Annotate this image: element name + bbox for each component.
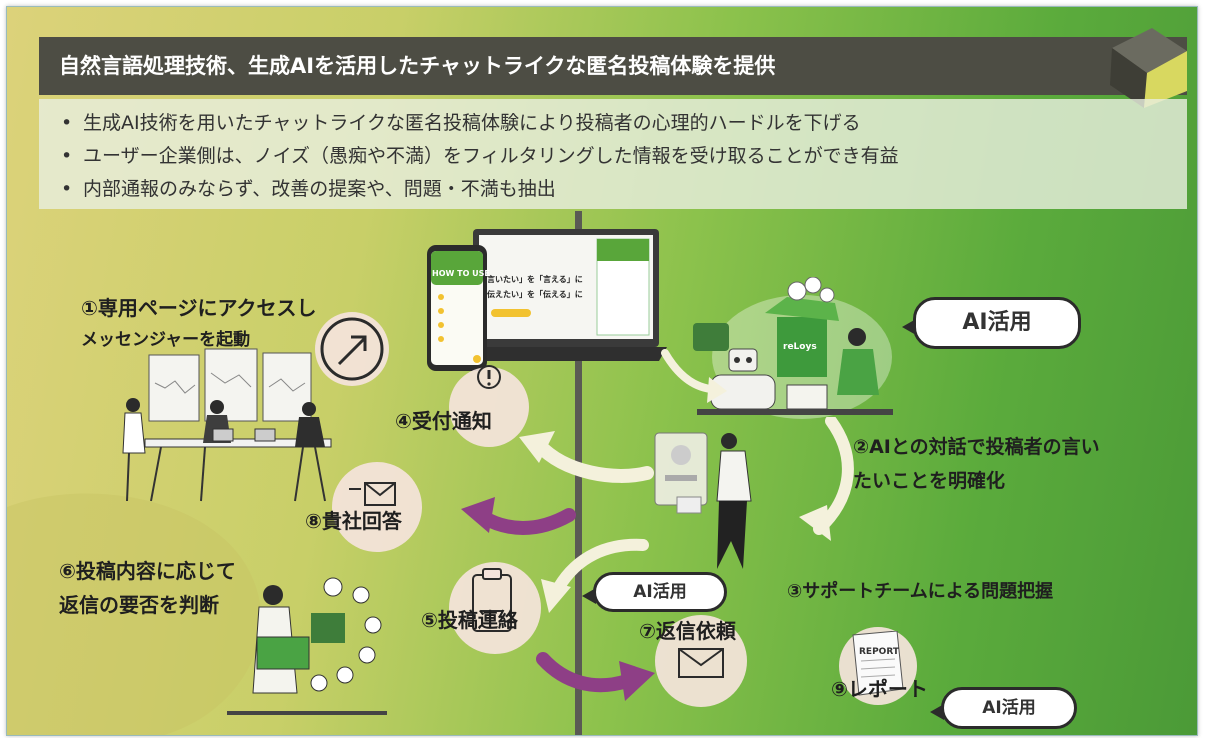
laptop-line2: 伝えたい」を「伝える」に — [487, 290, 583, 299]
step8-circle — [332, 462, 422, 552]
envelope-icon — [678, 648, 724, 678]
step4-label: ④受付通知 — [395, 409, 492, 433]
clipboard-icon — [472, 568, 512, 632]
smartphone-mockup — [427, 245, 487, 371]
step9-label: ⑨レポート — [831, 677, 928, 701]
report-caption: REPORT — [859, 647, 899, 657]
ai-robot-illustration — [693, 277, 893, 419]
page-title: 自然言語処理技術、生成AIを活用したチャットライクな匿名投稿体験を提供 — [59, 54, 776, 78]
box-label: reLoys — [783, 342, 817, 352]
mail-send-icon — [349, 482, 396, 506]
arrow-step5 — [541, 538, 649, 613]
ai-badge-label: AI活用 — [982, 698, 1036, 718]
slide: 自然言語処理技術、生成AIを活用したチャットライクな匿名投稿体験を提供 生成AI… — [6, 6, 1198, 736]
step4-circle — [449, 367, 529, 447]
step1-sublabel: メッセンジャーを起動 — [81, 330, 251, 350]
blob-decoration — [7, 493, 262, 735]
ai-badge-middle: AI活用 — [582, 572, 727, 612]
step7-label: ⑦返信依頼 — [639, 619, 736, 643]
step3-label: ③サポートチームによる問題把握 — [787, 581, 1054, 602]
step8-label: ⑧貴社回答 — [305, 509, 402, 533]
bullet-item: ユーザー企業側は、ノイズ（愚痴や不満）をフィルタリングした情報を受け取ることがで… — [61, 140, 1187, 173]
laptop-line1: 言いたい」を「言える」に — [487, 275, 583, 284]
report-icon — [852, 631, 904, 696]
decision-person-illustration — [227, 577, 387, 715]
arrow-step8 — [461, 497, 576, 535]
laptop-mockup — [473, 229, 667, 361]
step1-label: ①専用ページにアクセスし — [81, 296, 317, 320]
arrow-step2 — [799, 417, 854, 541]
ai-badge-label: AI活用 — [962, 310, 1032, 335]
step5-label: ⑤投稿連絡 — [421, 608, 518, 632]
step6-label: ⑥投稿内容に応じて — [59, 559, 236, 583]
step2-sublabel: たいことを明確化 — [853, 470, 1006, 492]
ai-badge-large: AI活用 — [902, 297, 1081, 349]
step7-circle — [655, 615, 747, 707]
title-bar: 自然言語処理技術、生成AIを活用したチャットライクな匿名投稿体験を提供 — [39, 37, 1187, 95]
cursor-arrow-icon — [320, 317, 384, 381]
arrow-to-ai — [661, 349, 727, 403]
bullet-item: 内部通報のみならず、改善の提案や、問題・不満も抽出 — [61, 173, 1187, 206]
ai-badge-label: AI活用 — [633, 582, 687, 602]
ai-badge-report: AI活用 — [930, 687, 1077, 729]
step6-sublabel: 返信の要否を判断 — [59, 593, 219, 617]
bullet-item: 生成AI技術を用いたチャットライクな匿名投稿体験により投稿者の心理的ハードルを下… — [61, 107, 1187, 140]
arrow-step4 — [519, 431, 654, 483]
cube-decoration — [1110, 28, 1187, 108]
exclamation-icon — [477, 365, 501, 389]
phone-title: HOW TO USE — [432, 269, 490, 278]
support-team-illustration — [654, 432, 752, 569]
office-team-illustration — [122, 348, 332, 502]
arrow-step7 — [536, 652, 655, 701]
bullet-list: 生成AI技術を用いたチャットライクな匿名投稿体験により投稿者の心理的ハードルを下… — [39, 99, 1187, 209]
step2-label: ②AIとの対話で投稿者の言い — [853, 436, 1100, 458]
